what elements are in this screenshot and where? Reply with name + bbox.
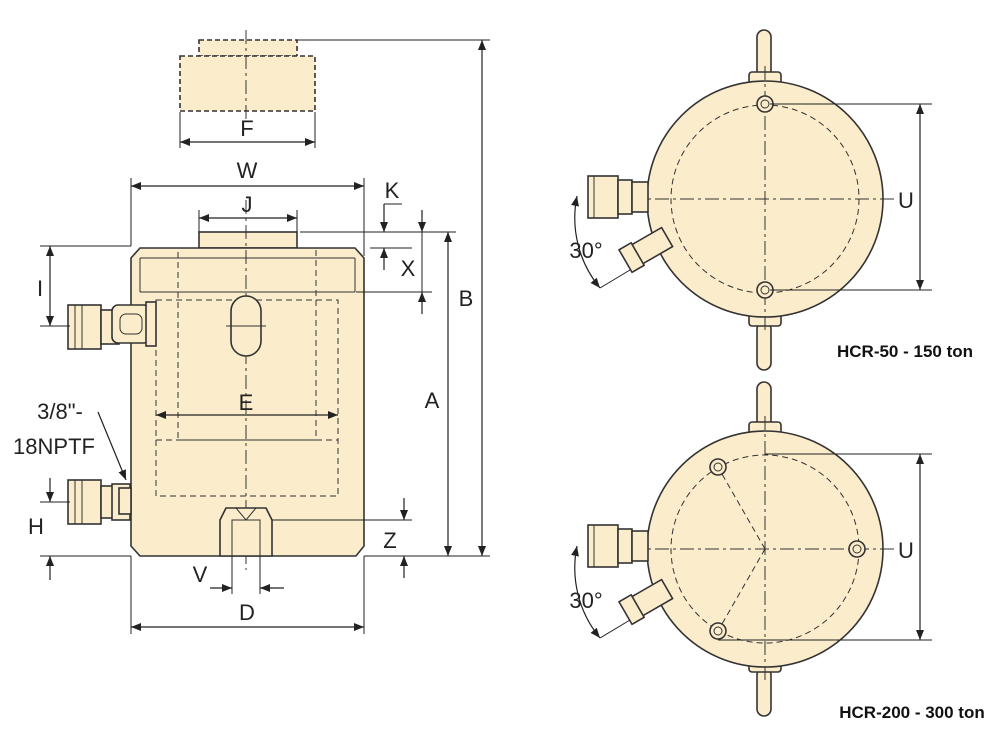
advance-coupler: [67, 301, 157, 350]
label-port-line1: 3/8"-: [37, 399, 83, 424]
dimension-z: Z: [272, 498, 412, 578]
dimension-w: W: [130, 158, 365, 256]
label-k: K: [385, 178, 400, 203]
label-v: V: [193, 562, 208, 587]
dimension-b: B: [297, 39, 490, 556]
dimension-a: A: [300, 231, 490, 557]
label-j: J: [242, 192, 253, 217]
top-view-small: U 30° HCR-50 - 150 ton: [569, 29, 973, 371]
label-f: F: [240, 116, 253, 141]
extended-plunger: [179, 30, 316, 120]
model-label-bottom: HCR-200 - 300 ton: [839, 703, 984, 722]
label-b: B: [459, 286, 474, 311]
dimension-j: J: [198, 192, 298, 232]
label-d: D: [239, 600, 255, 625]
cylinder-body: [130, 200, 365, 570]
label-x: X: [401, 256, 416, 281]
label-i: I: [37, 276, 43, 301]
retract-coupler: [67, 479, 132, 525]
side-view: F W J K: [13, 30, 490, 634]
label-e: E: [239, 390, 254, 415]
label-u-top: U: [898, 188, 914, 213]
label-port-line2: 18NPTF: [13, 434, 95, 459]
label-z: Z: [383, 528, 396, 553]
top-view-large: U 30° HCR-200 - 300 ton: [569, 381, 985, 722]
label-w: W: [237, 158, 258, 183]
model-label-top: HCR-50 - 150 ton: [837, 342, 973, 361]
dimension-v: V: [193, 556, 284, 594]
label-h: H: [28, 514, 44, 539]
dimension-e: E: [156, 390, 338, 419]
port-thread-callout: 3/8"- 18NPTF: [13, 399, 127, 481]
dimension-f: F: [179, 112, 316, 148]
dimension-h: H: [28, 478, 131, 580]
label-angle-top: 30°: [569, 238, 602, 263]
dimension-d: D: [130, 556, 365, 634]
dimension-i: I: [37, 245, 131, 327]
label-u-bottom: U: [898, 538, 914, 563]
label-angle-bottom: 30°: [569, 588, 602, 613]
label-a: A: [425, 388, 440, 413]
